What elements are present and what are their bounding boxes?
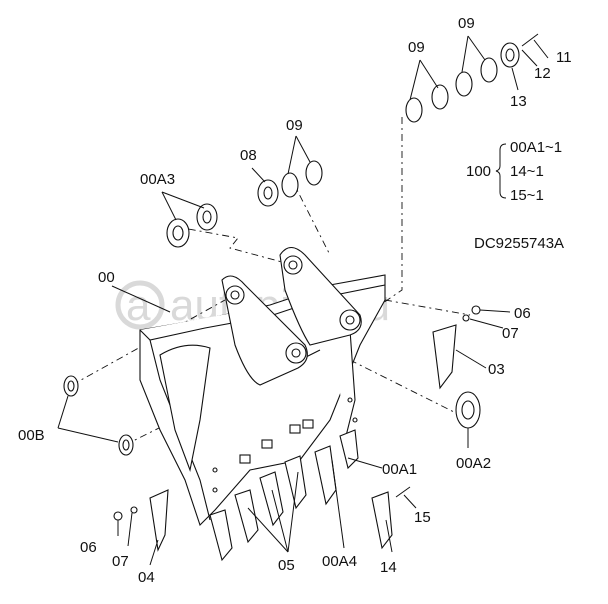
label-06-right: 06: [514, 305, 531, 322]
bucket-body: [139, 246, 386, 527]
leader-lines: [57, 35, 549, 566]
label-11: 11: [556, 49, 572, 66]
label-08: 08: [240, 147, 257, 164]
label-09-middle: 09: [286, 117, 303, 134]
label-00a2: 00A2: [456, 455, 491, 472]
label-15: 15: [414, 509, 431, 526]
assembly-item-2: 14~1: [510, 163, 544, 180]
label-00a4: 00A4: [322, 553, 357, 570]
label-13: 13: [510, 93, 527, 110]
drawing-id: DC9255743A: [474, 235, 564, 252]
side-cutters: [149, 324, 457, 552]
label-04: 04: [138, 569, 155, 586]
label-03: 03: [488, 361, 505, 378]
label-06-left: 06: [80, 539, 97, 556]
label-07-left: 07: [112, 553, 129, 570]
label-14: 14: [380, 559, 397, 576]
label-12: 12: [534, 65, 551, 82]
label-07-right: 07: [502, 325, 519, 342]
part-labels: 09 09 09 11 12 13 08 00A3 00 06 07 03 00…: [18, 15, 572, 586]
assembly-note: 100 00A1~1 14~1 15~1: [466, 139, 562, 204]
label-00a1: 00A1: [382, 461, 417, 478]
assembly-number: 100: [466, 163, 491, 180]
label-00: 00: [98, 269, 115, 286]
loose-parts: [63, 33, 539, 550]
assembly-brace: [495, 143, 507, 199]
label-09-upper-left: 09: [408, 39, 425, 56]
label-05: 05: [278, 557, 295, 574]
label-00a3: 00A3: [140, 171, 175, 188]
label-00b: 00B: [18, 427, 45, 444]
assembly-item-3: 15~1: [510, 187, 544, 204]
assembly-item-1: 00A1~1: [510, 139, 562, 156]
teeth-row: [209, 419, 359, 562]
watermark-letter: a: [126, 281, 151, 330]
label-09-upper-right: 09: [458, 15, 475, 32]
